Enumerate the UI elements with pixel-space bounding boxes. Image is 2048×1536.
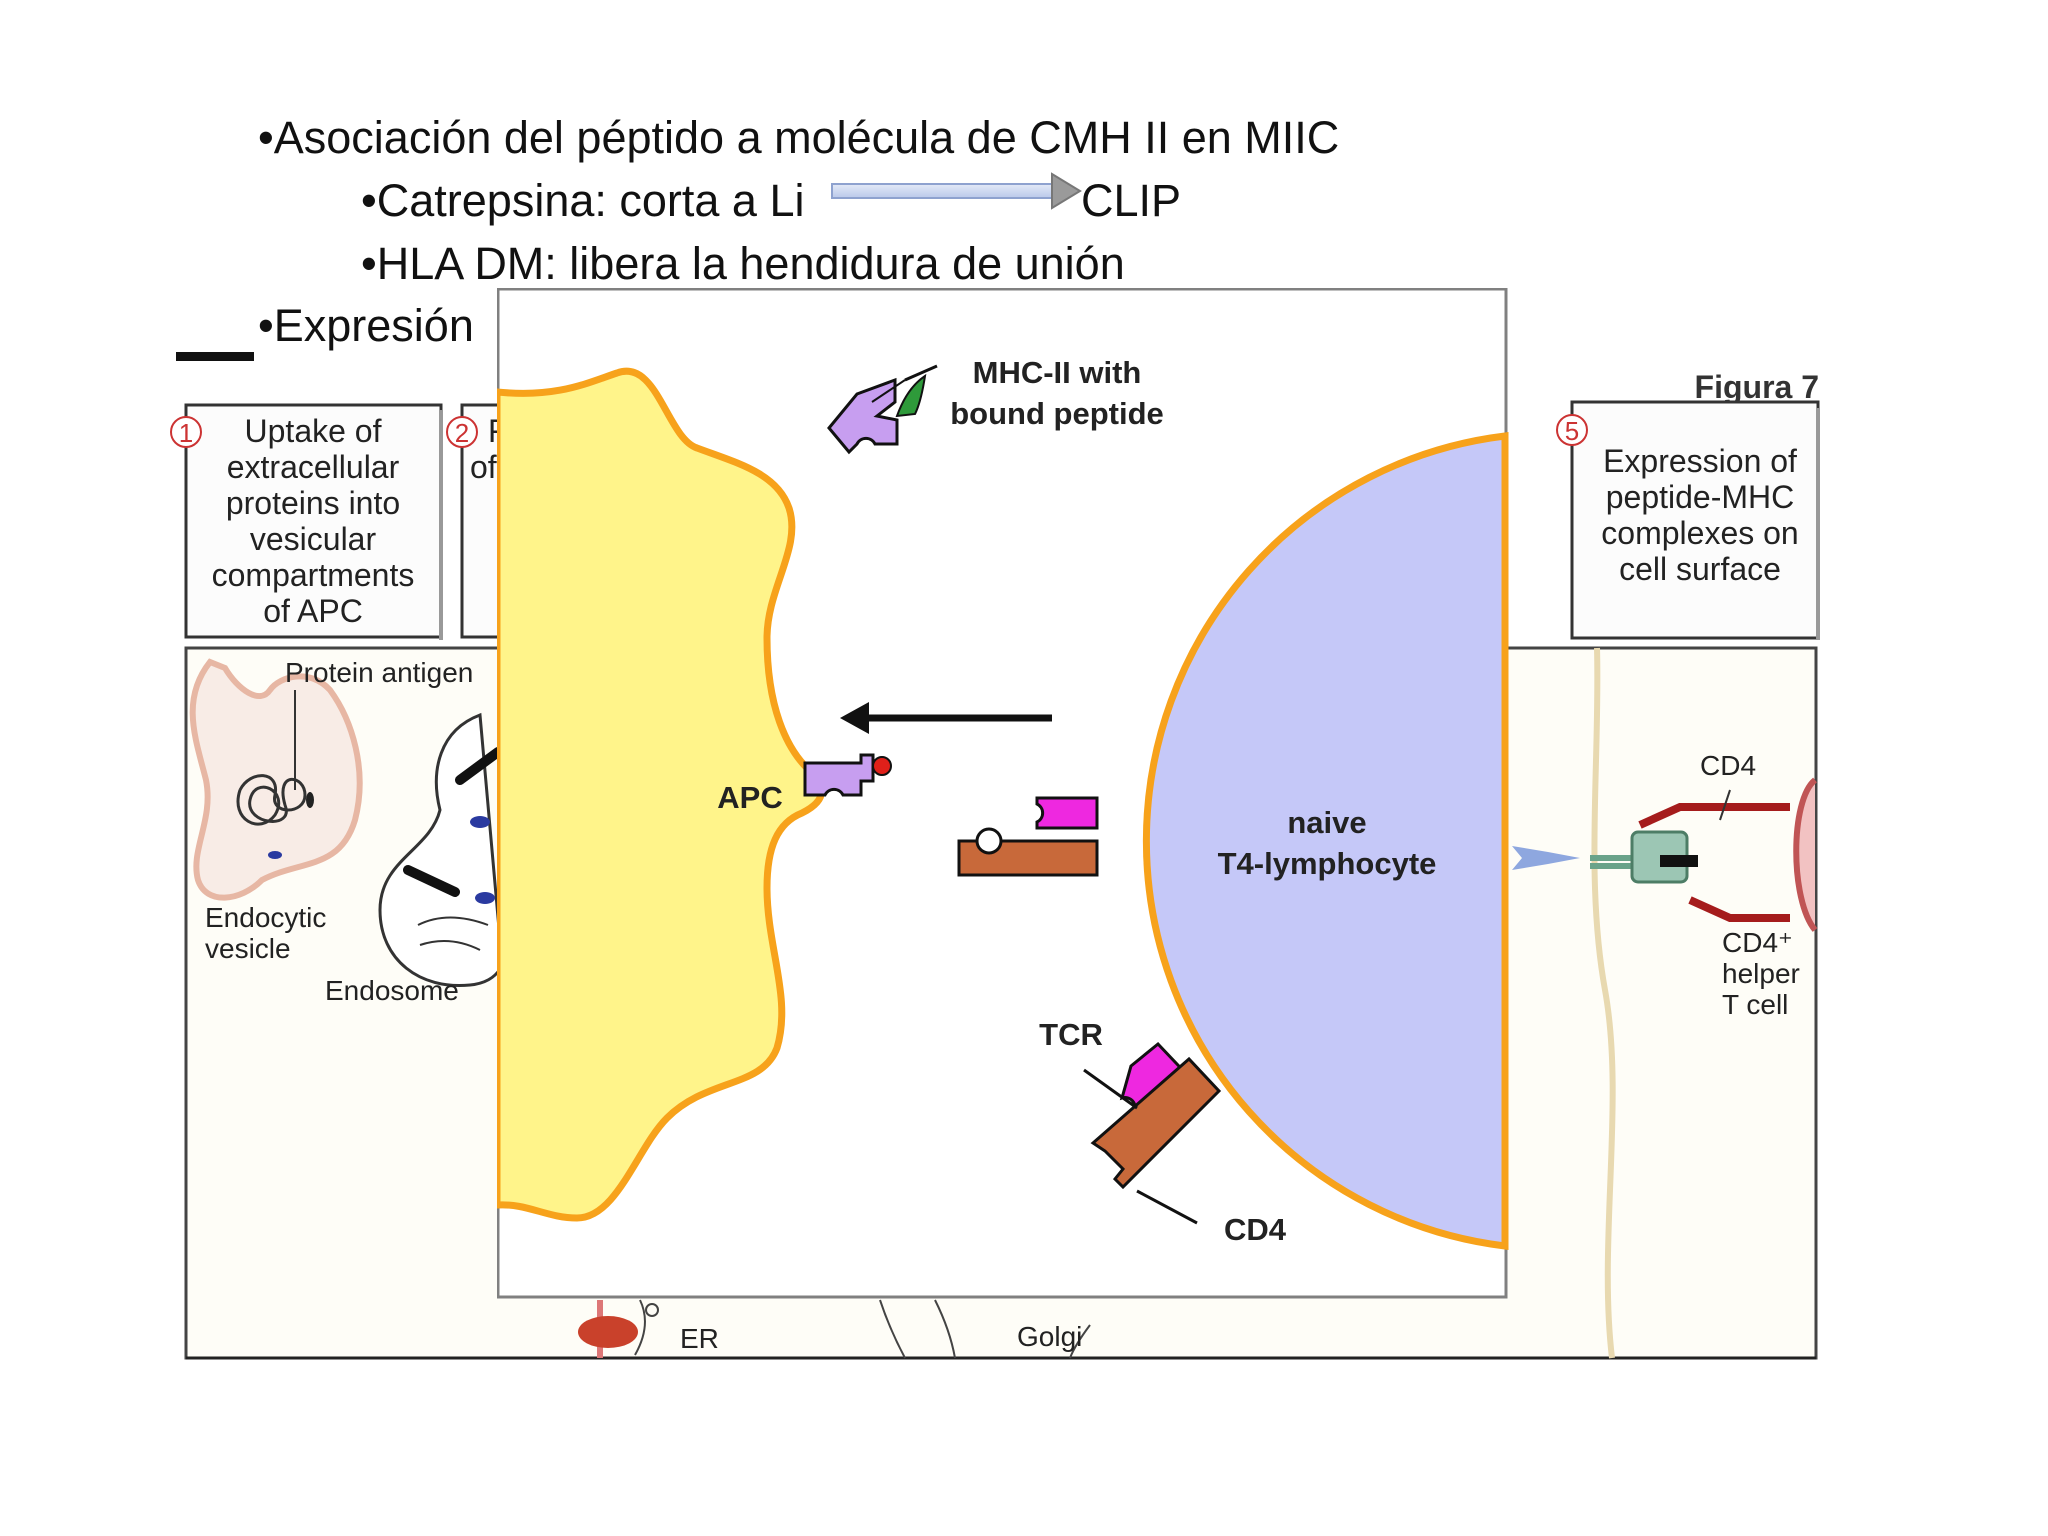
svg-text:compartments: compartments: [212, 557, 415, 593]
svg-text:complexes on: complexes on: [1601, 515, 1798, 551]
slide-bullets: •Asociación del péptido a molécula de CM…: [0, 0, 2048, 360]
arrow-left-icon: [840, 702, 869, 734]
tcell-label-line1: naive: [1287, 805, 1366, 840]
er-label: ER: [680, 1323, 719, 1354]
presentation-arrow: [1512, 846, 1580, 870]
svg-text:vesicular: vesicular: [250, 521, 377, 557]
protein-antigen-label: Protein antigen: [285, 657, 473, 688]
tcr-label: TCR: [1039, 1017, 1103, 1052]
er-structure: [578, 1316, 638, 1348]
svg-text:vesicle: vesicle: [205, 933, 291, 964]
svg-text:extracellular: extracellular: [227, 449, 400, 485]
bullet-expresion: •Expresión: [258, 300, 474, 351]
step5-caption: Expression of peptide-MHC complexes on c…: [1601, 443, 1798, 587]
step5-box: [1570, 400, 1820, 640]
step1-box: [184, 403, 443, 639]
svg-text:proteins into: proteins into: [226, 485, 400, 521]
step1-caption: Uptake of extracellular proteins into ve…: [212, 413, 415, 629]
naive-t-cell: [1142, 432, 1509, 1250]
svg-text:Uptake of: Uptake of: [245, 413, 382, 449]
bg-tcr-cd4: [1638, 803, 1790, 922]
apc-membrane: [1591, 647, 1616, 1359]
svg-text:Expression of: Expression of: [1603, 443, 1797, 479]
cd4-receptor-bottom: [1090, 1056, 1222, 1190]
figure-title: Figura 7: [1695, 369, 1819, 405]
svg-text:1: 1: [179, 418, 193, 448]
step1-badge: [170, 416, 202, 448]
mhc-label-line1: MHC-II with: [973, 355, 1142, 390]
svg-text:5: 5: [1565, 416, 1579, 446]
clip-label: CLIP: [1081, 175, 1182, 226]
svg-text:of: of: [470, 449, 497, 485]
cd4-label: CD4: [1224, 1212, 1287, 1247]
endocytic-vesicle: [189, 658, 363, 901]
dash-mark: [176, 352, 254, 361]
tcell-label-line2: T4-lymphocyte: [1218, 846, 1437, 881]
right-arrow-icon: [831, 172, 1082, 210]
protein-coil: [236, 774, 307, 826]
svg-text:cell surface: cell surface: [1619, 551, 1781, 587]
endosome-label: Endosome: [325, 975, 459, 1006]
svg-text:peptide-MHC: peptide-MHC: [1606, 479, 1795, 515]
bg-helper-t-cell: [1793, 777, 1818, 932]
golgi-label: Golgi: [1017, 1321, 1082, 1352]
svg-text:helper: helper: [1722, 958, 1800, 989]
tcr-receptor-top: [1035, 796, 1099, 830]
svg-text:of APC: of APC: [263, 593, 363, 629]
bullet-asociacion: •Asociación del péptido a molécula de CM…: [258, 112, 1340, 163]
mhc-ii-top: [827, 377, 899, 455]
apc-tcell-inset: MHC-II with bound peptide APC naive T4-l…: [497, 288, 1509, 1299]
bg-cd4-label: CD4: [1700, 750, 1756, 781]
svg-text:2: 2: [455, 418, 469, 448]
mhc-label-line2: bound peptide: [950, 396, 1164, 431]
step5-badge: [1556, 414, 1588, 446]
svg-text:T cell: T cell: [1722, 989, 1788, 1020]
cd4-helper-label: CD4⁺: [1722, 927, 1793, 958]
endosome: [378, 712, 506, 988]
apc-label: APC: [717, 780, 782, 815]
green-peptide: [895, 373, 927, 418]
bullet-hla-dm: •HLA DM: libera la hendidura de unión: [361, 238, 1125, 289]
bullet-catrepsina: •Catrepsina: corta a Li: [361, 175, 805, 226]
endocytic-vesicle-label: Endocytic: [205, 902, 326, 933]
red-peptide: [872, 756, 892, 776]
